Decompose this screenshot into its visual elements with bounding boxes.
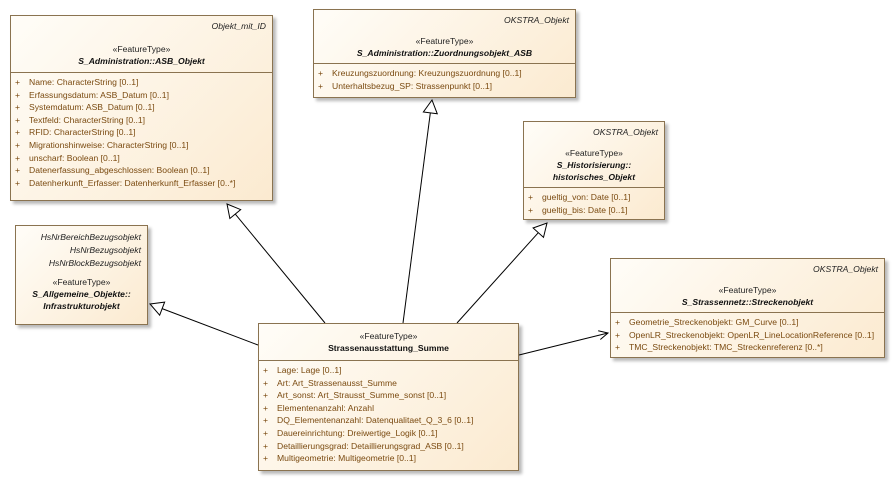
- attribute[interactable]: +RFID: CharacterString [0..1]: [15, 127, 136, 138]
- class-strassenausstattung-summe[interactable]: «FeatureType» Strassenausstattung_Summe …: [258, 323, 519, 471]
- attribute[interactable]: +Art: Art_Strassenausst_Summe: [263, 377, 397, 388]
- attribute[interactable]: +TMC_Streckenobjekt: TMC_Streckenreferen…: [615, 342, 823, 353]
- attribute-list: +Kreuzungszuordnung: Kreuzungszuordnung …: [314, 63, 575, 92]
- attribute[interactable]: +Dauereinrichtung: Dreiwertige_Logik [0.…: [263, 427, 438, 438]
- attribute-list: +Lage: Lage [0..1] +Art: Art_Strassenaus…: [259, 360, 518, 465]
- generalization-arrowhead: [149, 301, 166, 317]
- parent-name: OKSTRA_Objekt: [593, 127, 658, 137]
- generalization-arrowhead: [422, 98, 439, 115]
- parent-name: HsNrBezugsobjekt: [69, 245, 141, 255]
- stereotype: «FeatureType»: [565, 148, 623, 158]
- attribute[interactable]: +Migrationshinweise: CharacterString [0.…: [15, 139, 189, 150]
- generalization-line-to-asb-objekt: [234, 213, 326, 324]
- attribute[interactable]: +Datenherkunft_Erfasser: Datenherkunft_E…: [15, 177, 236, 188]
- attribute[interactable]: +Name: CharacterString [0..1]: [15, 77, 139, 87]
- stereotype: «FeatureType»: [415, 36, 474, 46]
- attribute[interactable]: +Detaillierungsgrad: Detaillierungsgrad_…: [263, 440, 464, 451]
- parent-name: HsNrBlockBezugsobjekt: [48, 258, 141, 268]
- attribute[interactable]: +Textfeld: CharacterString [0..1]: [15, 114, 146, 125]
- class-name: S_Strassennetz::Streckenobjekt: [681, 297, 814, 307]
- attribute[interactable]: +Lage: Lage [0..1]: [263, 365, 342, 375]
- attribute[interactable]: +Datenerfassung_abgeschlossen: Boolean […: [15, 165, 210, 176]
- parent-name: HsNrBereichBezugsobjekt: [40, 232, 141, 242]
- attribute[interactable]: +Kreuzungszuordnung: Kreuzungszuordnung …: [318, 68, 522, 78]
- attribute[interactable]: +Multigeometrie: Multigeometrie [0..1]: [263, 453, 416, 464]
- class-name: Infrastrukturobjekt: [43, 301, 120, 311]
- attribute[interactable]: +Erfassungsdatum: ASB_Datum [0..1]: [15, 89, 169, 100]
- attribute[interactable]: +Systemdatum: ASB_Datum [0..1]: [15, 102, 155, 113]
- class-infrastrukturobjekt[interactable]: HsNrBereichBezugsobjekt HsNrBezugsobjekt…: [15, 225, 148, 325]
- association-line-to-streckenobjekt: [518, 332, 609, 356]
- class-historisches-objekt[interactable]: OKSTRA_Objekt «FeatureType» S_Historisie…: [523, 121, 665, 220]
- class-name: Strassenausstattung_Summe: [328, 343, 449, 353]
- association-arrowhead: [598, 330, 610, 340]
- generalization-arrowhead: [226, 203, 242, 220]
- attribute[interactable]: +Unterhaltsbezug_SP: Strassenpunkt [0..1…: [318, 80, 493, 91]
- attribute[interactable]: +Art_sonst: Art_Strausst_Summe_sonst [0.…: [263, 390, 447, 401]
- attribute[interactable]: +Elementenanzahl: Anzahl: [263, 402, 374, 413]
- class-name: historisches_Objekt: [552, 172, 636, 182]
- class-name: S_Administration::ASB_Objekt: [78, 56, 205, 66]
- class-name: S_Administration::Zuordnungsobjekt_ASB: [356, 48, 533, 58]
- parent-name: Objekt_mit_ID: [211, 21, 266, 31]
- attribute[interactable]: +DQ_Elementenanzahl: Datenqualitaet_Q_3_…: [263, 415, 474, 426]
- generalization-arrowhead: [532, 222, 548, 239]
- attribute[interactable]: +Geometrie_Streckenobjekt: GM_Curve [0..…: [615, 317, 799, 327]
- parent-name: OKSTRA_Objekt: [504, 15, 569, 25]
- class-zuordnungsobjekt-asb[interactable]: OKSTRA_Objekt «FeatureType» S_Administra…: [313, 9, 576, 98]
- generalization-line-to-historisiertes-objekt: [456, 232, 539, 324]
- stereotype: «FeatureType»: [112, 44, 171, 54]
- stereotype: «FeatureType»: [52, 277, 111, 287]
- attribute[interactable]: +gueltig_bis: Date [0..1]: [528, 204, 628, 215]
- attribute-list: +Name: CharacterString [0..1] +Erfassung…: [11, 72, 272, 189]
- attribute[interactable]: +gueltig_von: Date [0..1]: [528, 192, 631, 202]
- attribute[interactable]: +unscharf: Boolean [0..1]: [15, 152, 120, 163]
- attribute-list: +Geometrie_Streckenobjekt: GM_Curve [0..…: [611, 312, 884, 354]
- generalization-line-to-infrastrukturobjekt: [161, 308, 259, 346]
- class-name: S_Historisierung::: [556, 160, 632, 170]
- attribute-list: +gueltig_von: Date [0..1] +gueltig_bis: …: [524, 187, 664, 216]
- stereotype: «FeatureType»: [359, 331, 418, 341]
- stereotype: «FeatureType»: [718, 285, 777, 295]
- parent-name: OKSTRA_Objekt: [813, 264, 878, 274]
- generalization-line-to-zuordnungsobjekt: [402, 112, 431, 324]
- class-asb-objekt[interactable]: Objekt_mit_ID «FeatureType» S_Administra…: [10, 15, 273, 201]
- class-name: S_Allgemeine_Objekte::: [32, 289, 131, 299]
- class-streckenobjekt[interactable]: OKSTRA_Objekt «FeatureType» S_Strassenne…: [610, 258, 885, 358]
- attribute[interactable]: +OpenLR_Streckenobjekt: OpenLR_LineLocat…: [615, 329, 875, 340]
